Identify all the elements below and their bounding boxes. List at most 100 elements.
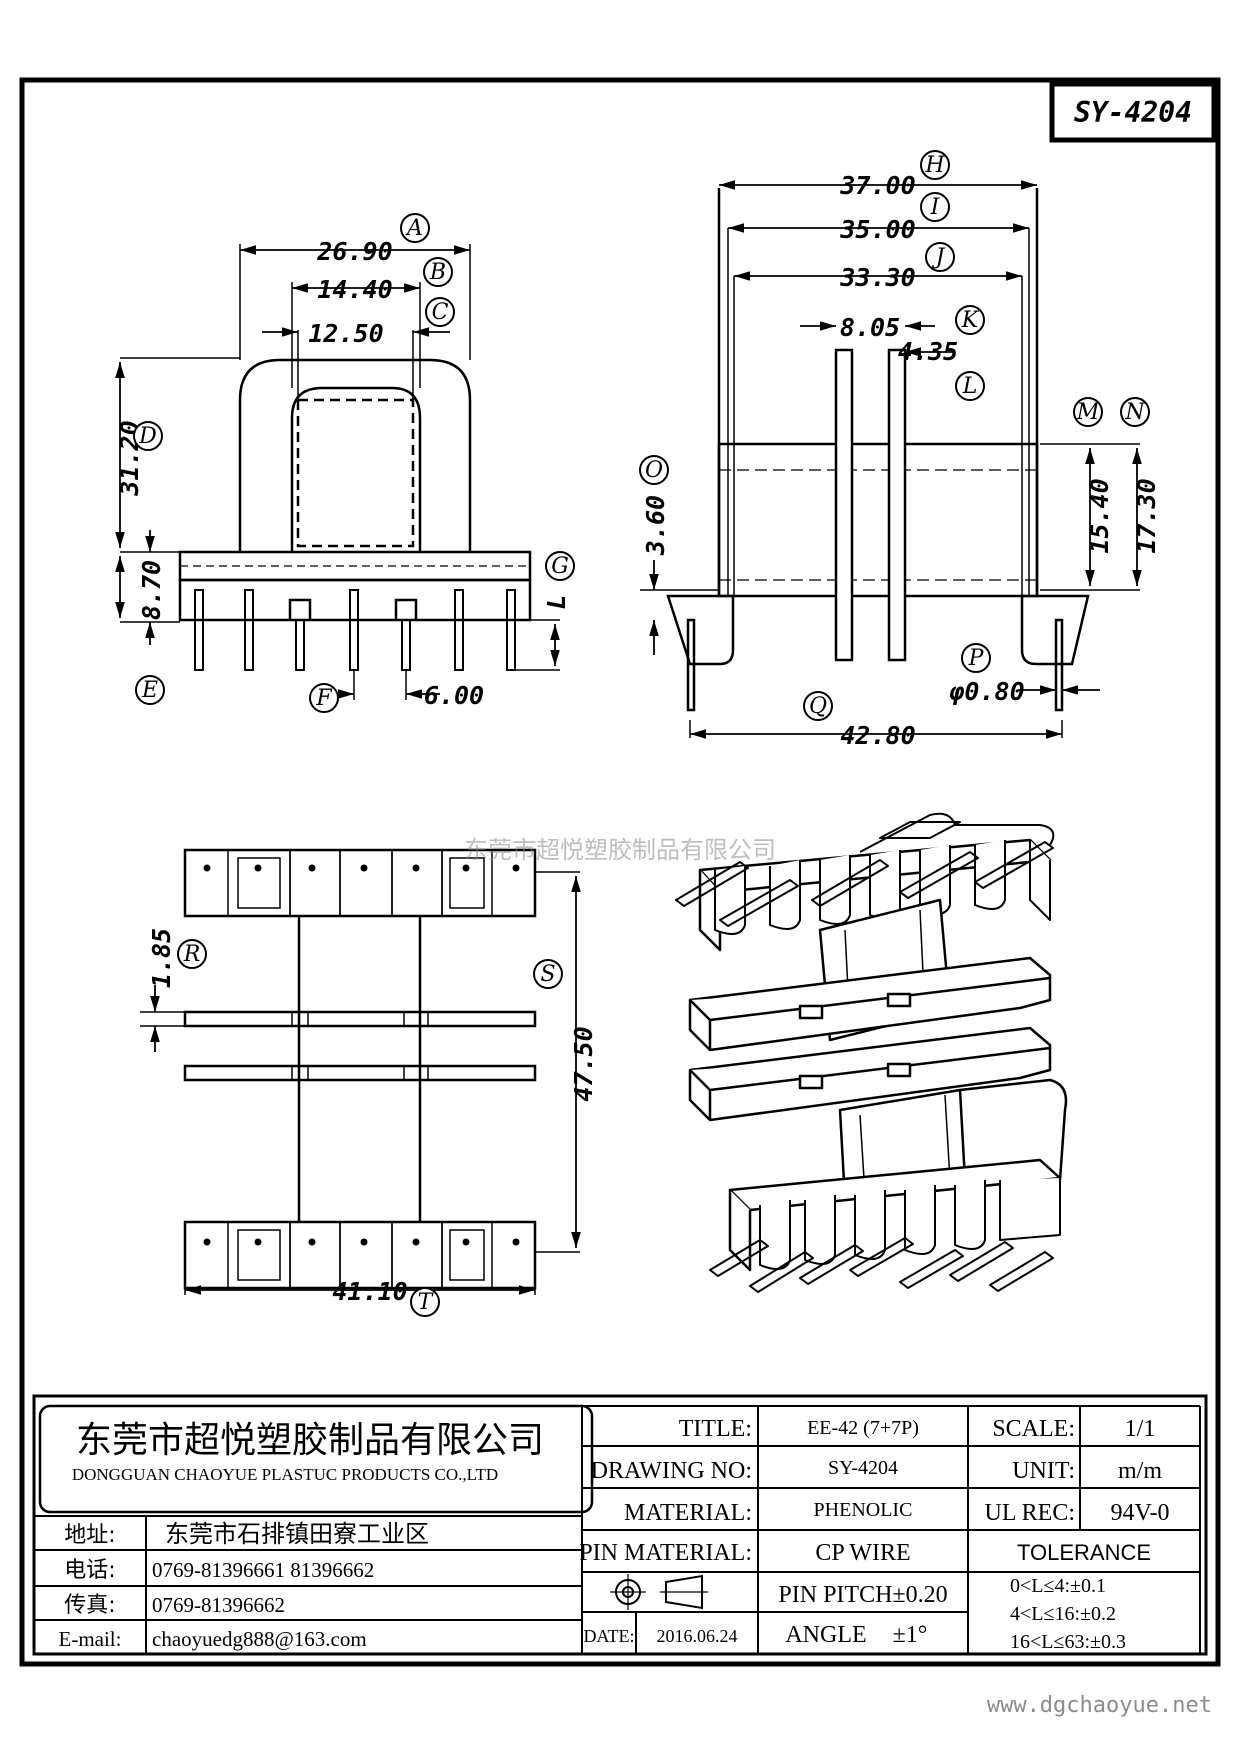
callout-letter-d: D: [138, 424, 157, 449]
phone-value: 0769-81396661 81396662: [152, 1558, 374, 1582]
ul-rec-label: UL REC:: [985, 1500, 1075, 1526]
title-value: EE-42 (7+7P): [807, 1417, 919, 1439]
callout-letter-c: C: [432, 300, 449, 325]
callout-letter-l: L: [962, 374, 978, 399]
tolerance-3: 16<L≤63:±0.3: [1010, 1631, 1126, 1653]
dim-p-value: φ0.80: [948, 677, 1024, 706]
callout-c: C: [425, 297, 455, 327]
callout-letter-g: G: [551, 554, 569, 579]
dim-c-value: 12.50: [308, 319, 383, 348]
scale-label: SCALE:: [992, 1416, 1075, 1442]
pin-pitch: PIN PITCH±0.20: [778, 1582, 947, 1608]
company-name-en: DONGGUAN CHAOYUE PLASTUC PRODUCTS CO.,LT…: [72, 1465, 498, 1484]
unit-value: m/m: [1118, 1458, 1162, 1484]
callout-f: F: [309, 683, 339, 713]
dim-l-value: 4.35: [898, 337, 958, 366]
tolerance-1: 0<L≤4:±0.1: [1010, 1575, 1106, 1597]
dim-h-value: 37.00: [839, 171, 915, 200]
dim-o-value: 3.60: [641, 495, 670, 556]
email-value: chaoyuedg888@163.com: [152, 1627, 367, 1651]
angle-label: ANGLE: [785, 1622, 866, 1648]
address-label: 地址:: [64, 1523, 115, 1548]
drawing-code-box: [1049, 81, 1217, 143]
dim-g-value: L: [542, 594, 571, 609]
callout-q: Q: [803, 691, 833, 721]
callout-letter-o: O: [645, 458, 663, 483]
phone-label: 电话:: [64, 1558, 115, 1583]
drawing-no-value: SY-4204: [828, 1457, 898, 1479]
scale-value: 1/1: [1125, 1416, 1156, 1442]
dim-t-value: 41.10: [332, 1277, 407, 1306]
drawing-no-label: DRAWING NO:: [591, 1458, 752, 1484]
callout-letter-n: N: [1124, 400, 1145, 425]
side-view: [640, 180, 1142, 739]
callout-letter-k: K: [961, 308, 980, 333]
watermark-text: 东莞市超悦塑胶制品有限公司: [464, 836, 776, 864]
pin-material-label: PIN MATERIAL:: [579, 1540, 752, 1566]
dim-q-value: 42.80: [840, 721, 915, 750]
title-label: TITLE:: [679, 1416, 752, 1442]
callout-letter-i: I: [930, 195, 941, 220]
unit-label: UNIT:: [1012, 1458, 1075, 1484]
dim-b-value: 14.40: [317, 275, 392, 304]
callout-d: D: [133, 421, 163, 451]
title-block: [32, 1394, 1208, 1656]
callout-k: K: [955, 305, 985, 335]
dim-e-value: 8.70: [137, 560, 166, 620]
dim-s-value: 47.50: [569, 1026, 598, 1101]
callout-t: T: [410, 1287, 440, 1317]
callout-s: S: [533, 959, 563, 989]
material-value: PHENOLIC: [814, 1499, 913, 1521]
dim-r-value: 1.85: [147, 928, 176, 988]
tolerance-2: 4<L≤16:±0.2: [1010, 1603, 1116, 1625]
callout-a: A: [400, 213, 430, 243]
address-value: 东莞市石排镇田寮工业区: [165, 1520, 429, 1548]
callout-m: M: [1073, 397, 1103, 427]
dim-i-value: 35.00: [839, 215, 915, 244]
dim-f-value: 6.00: [424, 681, 484, 710]
callout-letter-p: P: [968, 646, 985, 671]
dim-k-value: 8.05: [840, 313, 900, 342]
fax-value: 0769-81396662: [152, 1593, 285, 1617]
isometric-view: [675, 812, 1068, 1293]
top-view: [140, 848, 581, 1295]
callout-r: R: [177, 939, 207, 969]
company-name-cn: 东莞市超悦塑胶制品有限公司: [76, 1420, 544, 1461]
callout-l: L: [955, 371, 985, 401]
callout-j: J: [925, 242, 955, 272]
callout-letter-b: B: [429, 260, 446, 285]
front-view: [115, 244, 560, 700]
callout-letter-t: T: [418, 1290, 435, 1315]
email-label: E-mail:: [59, 1627, 122, 1651]
callout-letter-a: A: [405, 216, 423, 241]
callout-b: B: [423, 257, 453, 287]
sheet-border: [19, 77, 1221, 1667]
dim-j-value: 33.30: [839, 263, 915, 292]
dim-m-value: 15.40: [1085, 478, 1114, 553]
callout-letter-s: S: [540, 962, 555, 987]
callout-p: P: [961, 643, 991, 673]
callout-e: E: [135, 675, 165, 705]
website-url: www.dgchaoyue.net: [987, 1693, 1212, 1718]
callout-letter-f: F: [315, 686, 332, 711]
callout-letter-h: H: [924, 153, 945, 178]
callout-letter-e: E: [141, 678, 158, 703]
ul-rec-value: 94V-0: [1110, 1500, 1169, 1526]
callout-letter-q: Q: [809, 694, 827, 719]
pin-material-value: CP WIRE: [815, 1540, 910, 1566]
callout-o: O: [639, 455, 669, 485]
callout-g: G: [545, 551, 575, 581]
callout-letter-j: J: [932, 245, 946, 270]
date-value: 2016.06.24: [657, 1626, 738, 1646]
date-label: DATE:: [584, 1626, 635, 1646]
callout-letter-m: M: [1076, 400, 1100, 425]
fax-label: 传真:: [64, 1593, 115, 1618]
callout-i: I: [920, 192, 950, 222]
dim-n-value: 17.30: [1132, 478, 1161, 553]
drawing-code: SY-4204: [1074, 96, 1192, 129]
angle-value: ±1°: [893, 1622, 928, 1648]
callout-n: N: [1120, 397, 1150, 427]
material-label: MATERIAL:: [624, 1500, 752, 1526]
